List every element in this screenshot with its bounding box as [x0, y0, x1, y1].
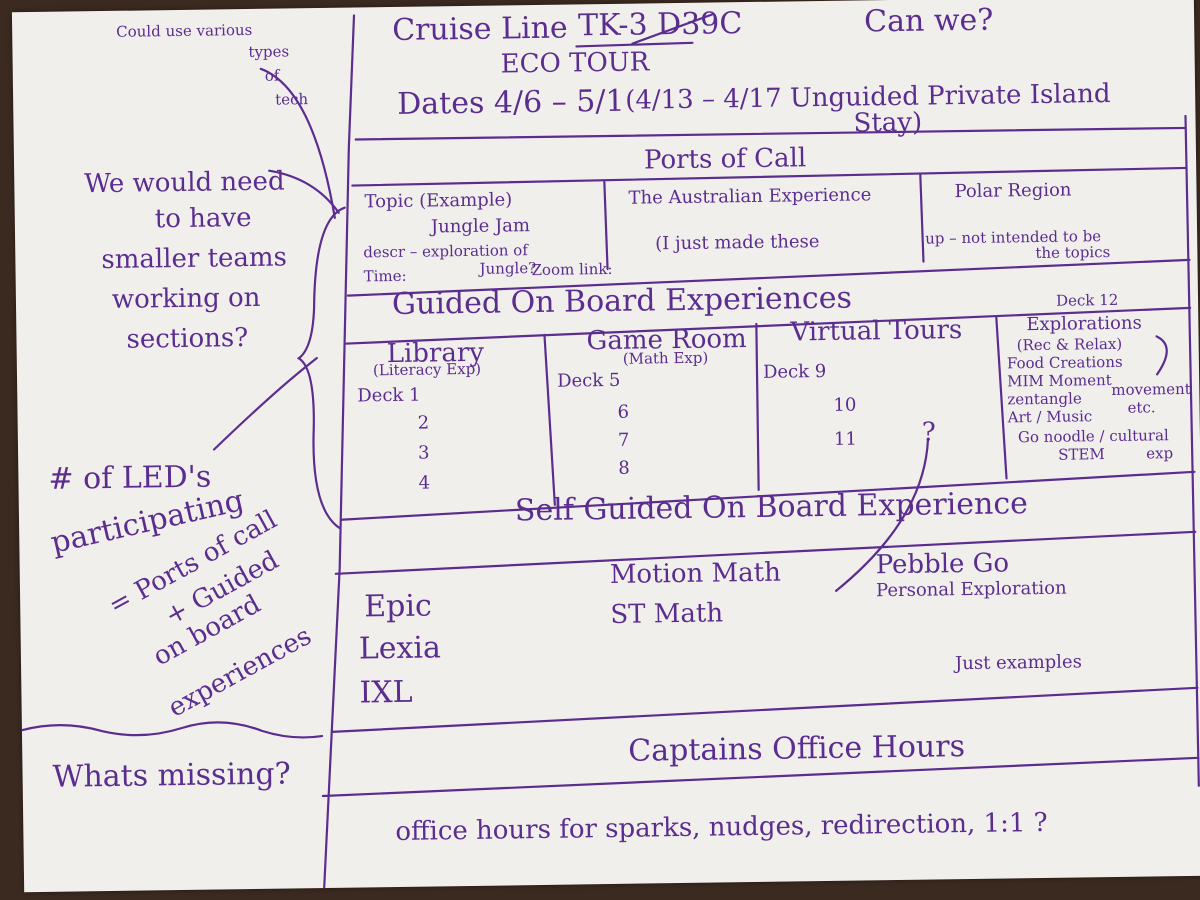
guided-virtual-tours: Virtual Tours [790, 315, 963, 348]
self-lexia: Lexia [358, 630, 442, 667]
guided-game-deck-6: 6 [617, 401, 630, 423]
guided-game-deck: Deck 5 [556, 369, 621, 392]
self-st-math: ST Math [610, 598, 724, 630]
self-guided-title: Self Guided On Board Experience [514, 486, 1029, 529]
tech-note-1: Could use various [116, 20, 253, 41]
guided-game-sub: (Math Exp) [622, 348, 709, 368]
can-we-note: Can we? [863, 2, 994, 40]
table-right-border [1184, 114, 1200, 787]
row-line-self [334, 530, 1197, 575]
row-line-guided [343, 306, 1192, 345]
guided-library-deck: Deck 1 [357, 384, 421, 407]
row-line-ports-bottom [346, 258, 1191, 297]
island-stay-note-2: Stay) [853, 107, 923, 139]
guided-game-deck-7: 7 [617, 429, 630, 451]
guided-exp-gonoodle: Go noodle / cultural [1017, 426, 1169, 447]
teams-note-2: to have [154, 202, 252, 235]
paper-sheet: Cruise Line TK-3 D39C Can we? ECO TOUR D… [11, 0, 1200, 893]
ports-polar: Polar Region [954, 179, 1072, 203]
whats-missing-note: Whats missing? [52, 756, 291, 795]
row-line-header [354, 126, 1187, 141]
self-epic: Epic [364, 588, 432, 625]
ports-made-up-3: the topics [1035, 242, 1111, 263]
table-lines [20, 13, 1200, 890]
guided-explorations-sub: (Rec & Relax) [1016, 334, 1123, 355]
ports-zoom: Zoom link: [531, 259, 613, 280]
guided-library-deck-2: 2 [417, 412, 430, 434]
guided-exp-zentangle: zentangle [1007, 389, 1082, 409]
tech-note-2: types [248, 42, 290, 61]
teams-note-5: sections? [126, 323, 249, 355]
teams-note-1: We would need [84, 166, 285, 200]
ports-col-1 [603, 180, 609, 271]
ports-jungle: Jungle Jam [430, 215, 531, 238]
ports-topic: Topic (Example) [364, 189, 513, 213]
guided-exp-food: Food Creations [1006, 352, 1123, 373]
cruise-code: TK-3 D39C [577, 6, 743, 44]
tech-note-3: of [264, 66, 280, 85]
ports-descr-2: Jungle? [479, 259, 537, 278]
ports-col-2 [919, 172, 925, 263]
guided-title: Guided On Board Experiences [391, 280, 853, 323]
arrow-pebble [834, 438, 930, 592]
ports-australian: The Australian Experience [628, 184, 872, 209]
row-line-guided-bottom [339, 470, 1196, 521]
explorations-bracket [1155, 335, 1168, 376]
self-motion-math: Motion Math [609, 557, 782, 590]
guided-exp-stem: STEM [1058, 445, 1105, 464]
arrow-teams [268, 169, 340, 214]
wavy-line [20, 721, 324, 739]
guided-virtual-deck: Deck 9 [762, 360, 827, 383]
self-pebble-go: Pebble Go [875, 548, 1010, 581]
self-just-examples: Just examples [954, 651, 1083, 675]
row-line-self-bottom [330, 686, 1199, 733]
arrow-tech [259, 67, 336, 219]
guided-exp-mim: MIM Moment [1007, 370, 1112, 391]
dates-label: Dates 4/6 – 5/1 [396, 83, 625, 122]
arrow-code [631, 13, 714, 45]
teams-note-4: working on [111, 282, 261, 315]
guided-virtual-deck-11: 11 [833, 428, 858, 450]
ports-made-up: (I just made these [655, 231, 820, 255]
guided-col-1 [543, 333, 556, 506]
teams-note-3: smaller teams [101, 242, 288, 276]
arrow-leds [212, 356, 318, 451]
guided-exp-etc: etc. [1127, 398, 1156, 417]
guided-game-deck-8: 8 [618, 457, 630, 479]
row-line-ports [351, 166, 1188, 187]
ports-time: Time: [363, 266, 407, 286]
captains-title: Captains Office Hours [628, 729, 966, 769]
guided-question-mark: ? [921, 417, 937, 448]
guided-exp-exp: exp [1146, 444, 1174, 463]
code-underline [575, 41, 694, 48]
guided-deck-12: Deck 12 [1055, 290, 1119, 310]
tech-note-4: tech [275, 90, 309, 109]
self-ixl: IXL [359, 674, 413, 711]
guided-exp-art: Art / Music [1007, 407, 1093, 427]
eco-tour-label: ECO TOUR [500, 47, 650, 80]
cruise-line-title: Cruise Line [391, 10, 568, 48]
self-personal-exploration: Personal Exploration [875, 577, 1067, 602]
guided-virtual-deck-10: 10 [833, 394, 857, 416]
leds-note-1: # of LED's [48, 459, 212, 497]
guided-library-deck-4: 4 [418, 472, 431, 494]
guided-col-3 [995, 315, 1008, 480]
table-left-border [323, 14, 356, 890]
guided-exp-movement: movement [1111, 379, 1191, 399]
ports-title: Ports of Call [643, 143, 807, 176]
row-line-captains-bottom [321, 756, 1200, 798]
curly-brace [296, 206, 346, 529]
guided-col-2 [755, 322, 760, 492]
guided-library-deck-3: 3 [417, 442, 430, 464]
guided-library-sub: (Literacy Exp) [372, 359, 482, 380]
guided-explorations: Explorations [1026, 312, 1142, 336]
